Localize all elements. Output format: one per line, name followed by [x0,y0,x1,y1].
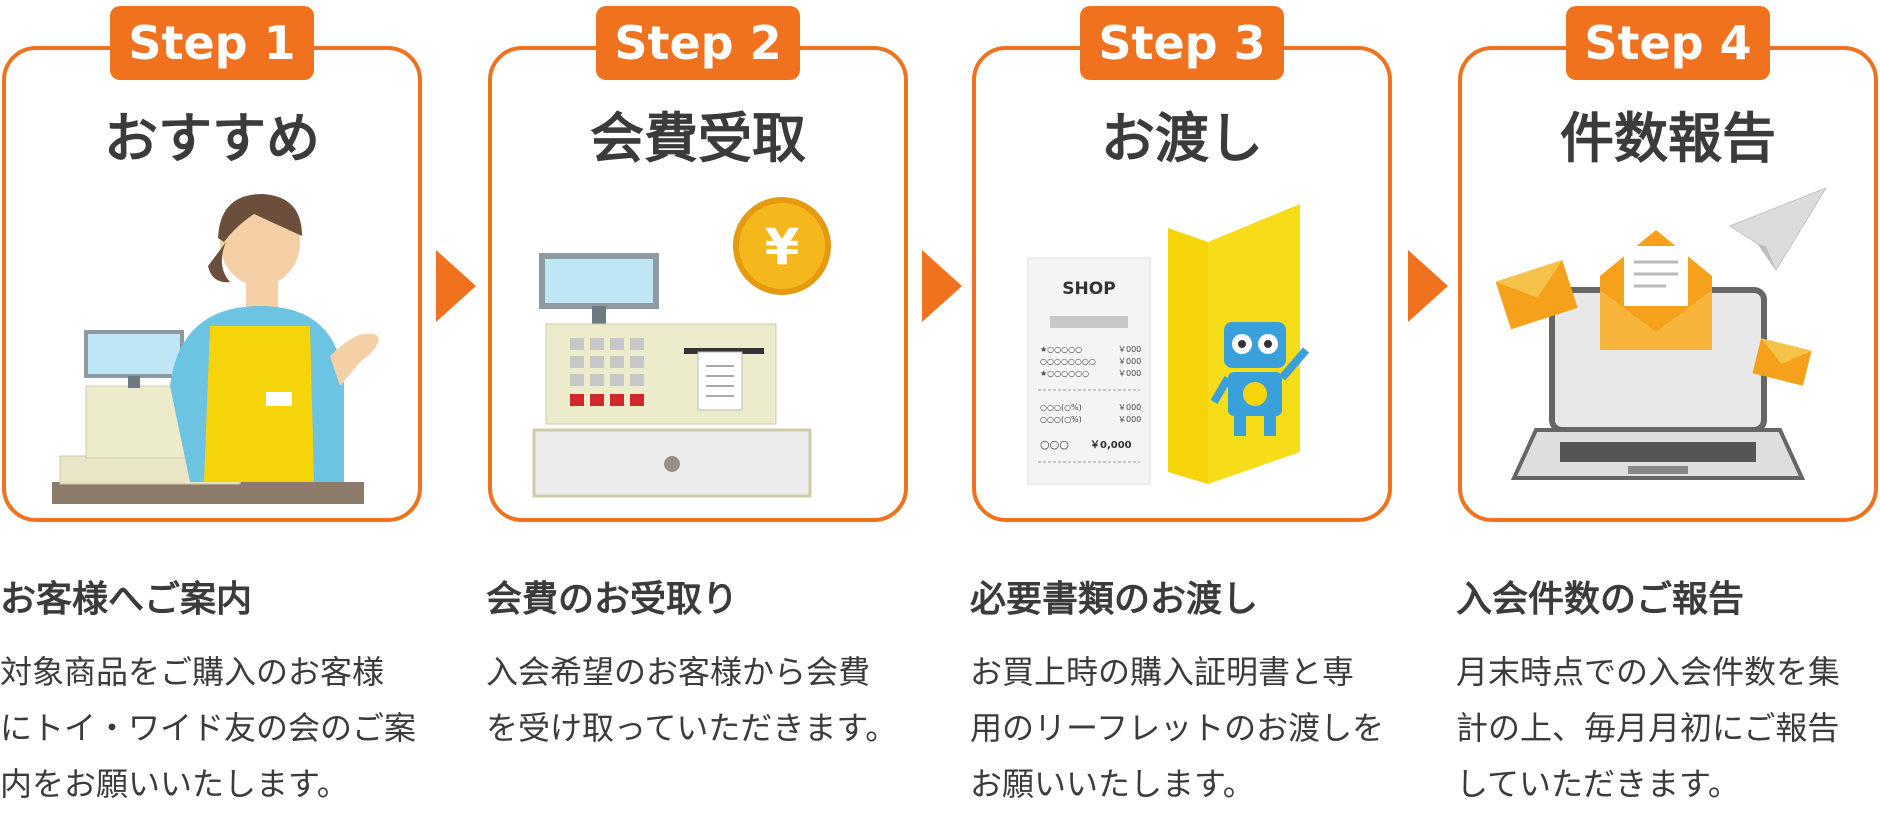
svg-text:○○○○○○○○: ○○○○○○○○ [1040,357,1096,366]
next-arrow-icon [1408,250,1448,322]
step-heading: 会費のお受取り [486,579,739,620]
next-arrow-icon [436,250,476,322]
step-badge: Step 1 [110,6,314,80]
svg-text:￥000: ￥000 [1118,403,1141,412]
step-1: Step 1 おすすめ お客様へご案内 対象商品をご購入のお客様 にトイ・ワイド… [0,0,424,820]
desc-line: お買上時の購入証明書と専 [970,653,1355,691]
step-title: 会費受取 [590,107,806,170]
svg-text:★○○○○○: ★○○○○○ [1040,345,1082,354]
receipt-shop-label: SHOP [1062,279,1115,299]
receipt-and-leaflet-illustration: SHOP ★○○○○○ ￥000 ○○○○○○○○ ￥000 ★○○○○○○ ￥000… [1027,204,1310,485]
step-badge: Step 2 [596,6,800,80]
step-badge: Step 4 [1566,6,1770,80]
desc-line: にトイ・ワイド友の会のご案 [0,709,417,747]
svg-text:○○○: ○○○ [1040,438,1069,451]
desc-line: お願いいたします。 [970,765,1255,803]
step-description: 入会希望のお客様から会費 を受け取っていただきます。 [486,644,926,756]
svg-text:￥000: ￥000 [1118,357,1141,366]
svg-text:￥000: ￥000 [1118,415,1141,424]
svg-text:￥0,000: ￥0,000 [1090,440,1132,451]
clerk-at-register-illustration [52,194,379,504]
yen-coin-icon: ¥ [765,218,800,276]
svg-text:○○○(○%): ○○○(○%) [1040,403,1082,412]
step-heading: 入会件数のご報告 [1456,579,1745,620]
step-description: 月末時点での入会件数を集 計の上、毎月月初にご報告 していただきます。 [1456,644,1880,812]
step-description: お買上時の購入証明書と専 用のリーフレットのお渡しを お願いいたします。 [970,644,1410,812]
step-title: おすすめ [104,107,320,170]
desc-line: していただきます。 [1456,765,1740,803]
desc-line: 月末時点での入会件数を集 [1456,653,1841,691]
cash-register-illustration: ¥ [532,197,831,498]
step-heading: お客様へご案内 [0,579,253,620]
step-title: 件数報告 [1560,107,1776,170]
desc-line: 対象商品をご購入のお客様 [0,653,385,691]
step-title: お渡し [1101,107,1263,170]
step-description: 対象商品をご購入のお客様 にトイ・ワイド友の会のご案 内をお願いいたします。 [0,644,440,812]
step-2: Step 2 会費受取 ¥ 会費のお受取り 入会希望のお客様から会費 を受け取っ… [486,0,910,820]
svg-text:￥000: ￥000 [1118,369,1141,378]
laptop-mail-illustration [1496,186,1828,480]
desc-line: を受け取っていただきます。 [486,709,898,747]
step-4: Step 4 件数報告 入会件数のご報告 月末時点での入会件数を集 計の上、毎月… [1456,0,1880,820]
step-heading: 必要書類のお渡し [970,579,1259,620]
svg-text:￥000: ￥000 [1118,345,1141,354]
desc-line: 用のリーフレットのお渡しを [970,709,1385,747]
svg-text:★○○○○○○: ★○○○○○○ [1040,369,1089,378]
desc-line: 計の上、毎月月初にご報告 [1456,709,1840,747]
step-3: Step 3 お渡し SHOP ★○○○○○ ￥000 ○○○○○○○○ ￥000 … [970,0,1394,820]
step-badge: Step 3 [1080,6,1284,80]
svg-text:○○○(○%): ○○○(○%) [1040,415,1082,424]
desc-line: 内をお願いいたします。 [0,765,349,803]
next-arrow-icon [922,250,962,322]
desc-line: 入会希望のお客様から会費 [486,653,871,691]
